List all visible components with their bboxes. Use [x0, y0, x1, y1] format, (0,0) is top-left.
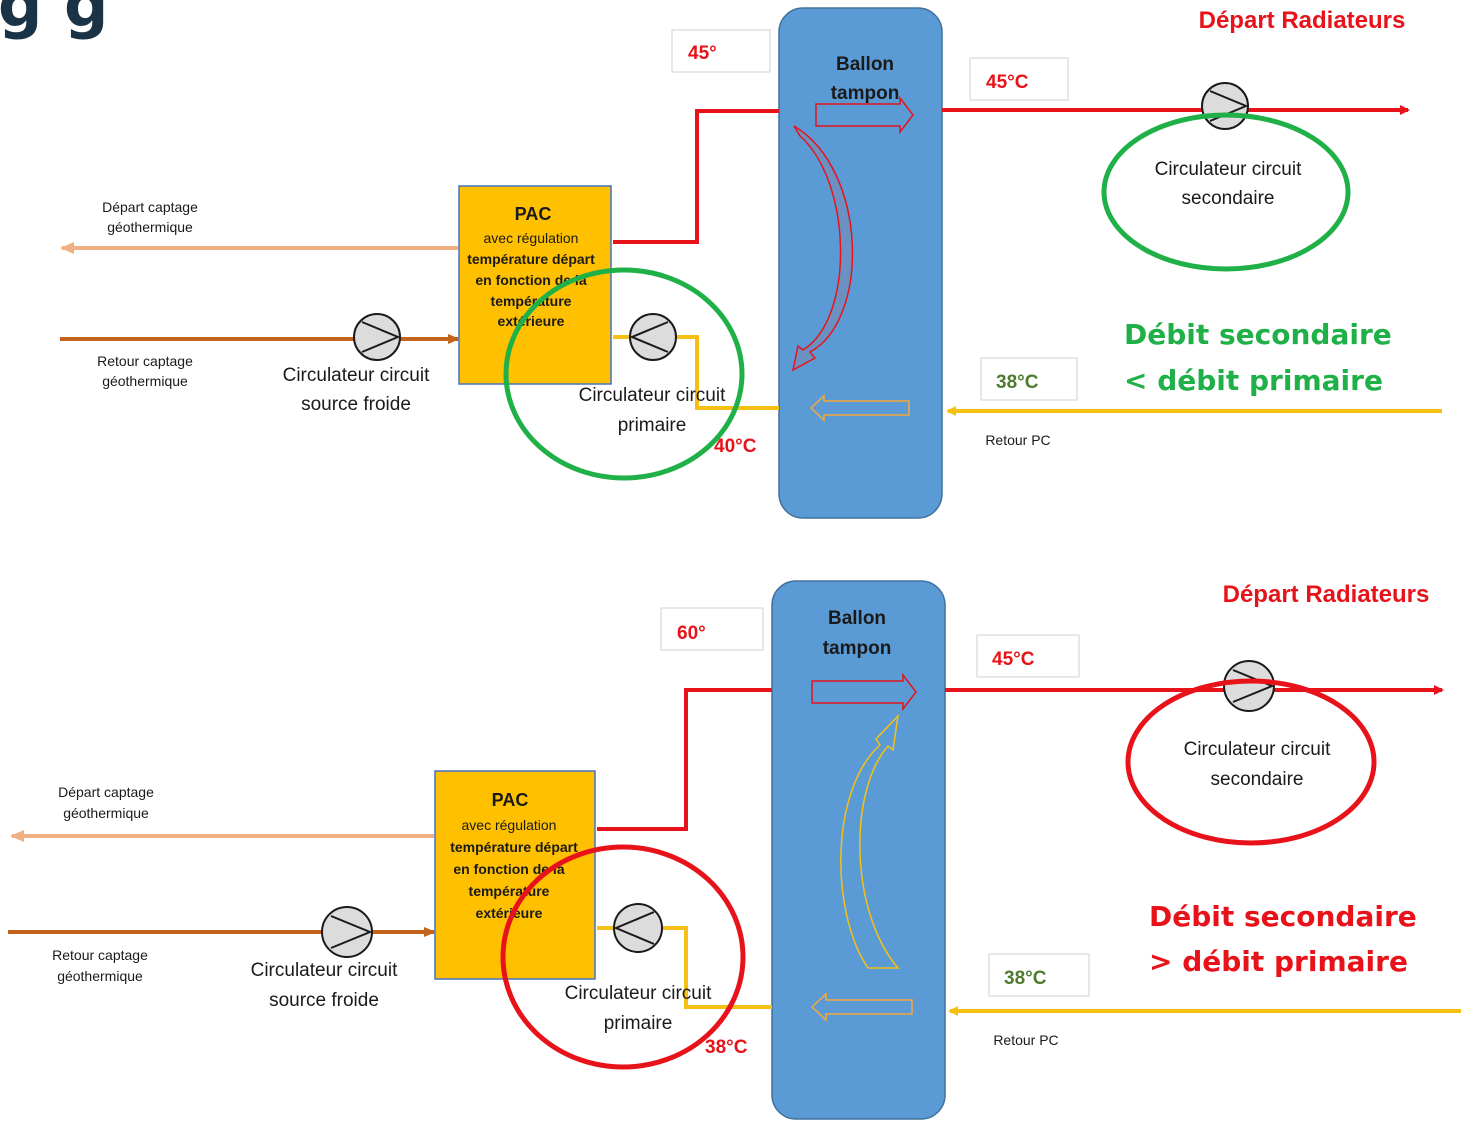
- depart-radiateurs-title: Départ Radiateurs: [1199, 7, 1406, 34]
- debit-comparison-1: Débit secondaire: [1124, 318, 1392, 351]
- ballon-label-2: tampon: [823, 638, 892, 659]
- pac-line-1: avec régulation: [484, 230, 579, 246]
- temp-primary-return: 40°C: [714, 436, 757, 457]
- circ-primaire-label-2: primaire: [618, 415, 687, 436]
- ballon-label-1: Ballon: [828, 608, 886, 629]
- circ-secondaire-label-1: Circulateur circuit: [1184, 739, 1331, 760]
- pac-line-2: température départ: [450, 839, 578, 855]
- depart-captage-label-1: Départ captage: [102, 199, 198, 215]
- flow-arrow-return-icon: [810, 992, 913, 1022]
- highlight-secondaire: [1101, 112, 1351, 272]
- circ-source-label-2: source froide: [301, 394, 411, 415]
- curved-arrow-down-icon: [791, 125, 854, 372]
- page-header-fragment: g g: [0, 0, 108, 41]
- diagram-top: Ballon tampon PAC avec régulation tempér…: [60, 7, 1442, 519]
- highlight-secondaire: [1125, 678, 1377, 846]
- depart-captage-label-1: Départ captage: [58, 784, 154, 800]
- pac-title: PAC: [492, 790, 529, 810]
- temp-secondary-out: 45°C: [986, 72, 1029, 93]
- circ-source-label-2: source froide: [269, 990, 379, 1011]
- pac-line-3: en fonction de la: [453, 861, 564, 877]
- circ-primaire-label-1: Circulateur circuit: [565, 983, 712, 1004]
- temp-box-return: [980, 357, 1078, 401]
- retour-pc-label: Retour PC: [993, 1032, 1058, 1048]
- temp-return: 38°C: [1004, 968, 1047, 989]
- pac-line-3: en fonction de la: [475, 272, 586, 288]
- depart-radiateurs-title: Départ Radiateurs: [1223, 581, 1430, 608]
- pump-secondaire-icon: [1223, 660, 1275, 712]
- temp-box-pac-out: [671, 29, 771, 73]
- flow-arrow-hot-icon: [815, 95, 914, 135]
- depart-captage-label-2: géothermique: [63, 805, 149, 821]
- pac-line-5: extérieure: [498, 313, 565, 329]
- circ-source-label-1: Circulateur circuit: [251, 960, 398, 981]
- circ-primaire-label-1: Circulateur circuit: [579, 385, 726, 406]
- pump-source-icon: [353, 313, 401, 361]
- curved-arrow-up-icon: [840, 713, 900, 969]
- temp-secondary-out: 45°C: [992, 649, 1035, 670]
- ballon-label-2: tampon: [831, 83, 900, 104]
- retour-pc-label: Retour PC: [985, 432, 1050, 448]
- retour-captage-label-1: Retour captage: [97, 353, 193, 369]
- circ-secondaire-label-2: secondaire: [1211, 769, 1304, 790]
- highlight-primaire: [500, 844, 746, 1070]
- circ-source-label-1: Circulateur circuit: [283, 365, 430, 386]
- circ-secondaire-label-1: Circulateur circuit: [1155, 159, 1302, 180]
- pac-line-1: avec régulation: [462, 817, 557, 833]
- pac-line-4: température: [491, 293, 572, 309]
- pipe-pac-to-tank: [597, 688, 772, 831]
- retour-captage-label-2: géothermique: [102, 373, 188, 389]
- retour-captage-label-2: géothermique: [57, 968, 143, 984]
- temp-box-secondary: [976, 634, 1080, 678]
- retour-captage-label-1: Retour captage: [52, 947, 148, 963]
- temp-primary-return: 38°C: [705, 1037, 748, 1058]
- temp-box-pac-out: [660, 607, 764, 651]
- pac-unit: [434, 770, 596, 980]
- flow-arrow-return-icon: [809, 394, 910, 422]
- ballon-tampon: [771, 580, 946, 1120]
- pac-unit: [458, 185, 612, 385]
- flow-arrow-hot-icon: [811, 672, 917, 712]
- pac-line-4: température: [469, 883, 550, 899]
- temp-box-secondary: [969, 57, 1069, 101]
- pac-line-5: extérieure: [476, 905, 543, 921]
- temp-pac-out: 60°: [677, 623, 706, 644]
- debit-comparison-2: > débit primaire: [1149, 945, 1408, 978]
- debit-comparison-2: < débit primaire: [1124, 364, 1383, 397]
- temp-return: 38°C: [996, 372, 1039, 393]
- ballon-tampon: [778, 7, 943, 519]
- pump-source-icon: [321, 906, 373, 958]
- circ-primaire-label-2: primaire: [604, 1013, 673, 1034]
- pac-line-2: température départ: [467, 251, 595, 267]
- debit-comparison-1: Débit secondaire: [1149, 900, 1417, 933]
- temp-pac-out: 45°: [688, 43, 717, 64]
- pac-title: PAC: [515, 204, 552, 224]
- pump-secondaire-icon: [1201, 82, 1249, 130]
- highlight-primaire: [503, 267, 745, 481]
- pump-primaire-icon: [629, 313, 677, 361]
- depart-captage-label-2: géothermique: [107, 219, 193, 235]
- temp-box-return: [988, 953, 1090, 997]
- ballon-label-1: Ballon: [836, 54, 894, 75]
- circ-secondaire-label-2: secondaire: [1182, 188, 1275, 209]
- pipe-pac-to-tank: [613, 109, 779, 244]
- pump-primaire-icon: [613, 903, 663, 953]
- diagram-bottom: Ballon tampon PAC avec régulation tempér…: [8, 580, 1461, 1120]
